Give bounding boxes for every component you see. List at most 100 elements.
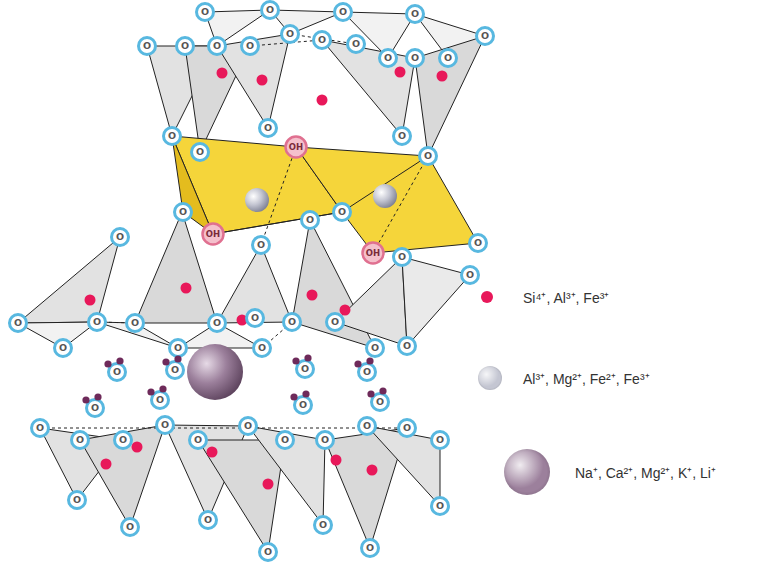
oxygen-label: O xyxy=(481,31,489,41)
oxygen-label: O xyxy=(411,53,419,63)
oxygen-label: O xyxy=(352,39,360,49)
hydroxyl-label: OH xyxy=(289,143,303,152)
atom-ring xyxy=(159,385,166,392)
oxygen-label: O xyxy=(363,367,371,377)
oxygen-label: O xyxy=(376,397,384,407)
atom-ring xyxy=(147,388,154,395)
atom-ring xyxy=(304,354,311,361)
atom-ring xyxy=(302,212,319,229)
atom-ring xyxy=(367,390,374,397)
oxygen-label: O xyxy=(411,9,419,19)
oxygen-label: O xyxy=(288,317,296,327)
oxygen-label: O xyxy=(331,317,339,327)
atom-ring xyxy=(197,4,214,21)
oxygen-label: O xyxy=(36,423,44,433)
atom-ring xyxy=(200,512,217,529)
atom-ring xyxy=(290,393,297,400)
oxygen-label: O xyxy=(171,365,179,375)
oxygen-label: O xyxy=(338,207,346,217)
oxygen-label: O xyxy=(179,207,187,217)
atom-ring xyxy=(69,492,86,509)
atom-ring xyxy=(348,36,365,53)
atom-ring xyxy=(82,396,89,403)
oxygen-label: O xyxy=(384,53,392,63)
oxygen-label: O xyxy=(168,131,176,141)
oxygen-label: O xyxy=(266,5,274,15)
oxygen-label: O xyxy=(131,318,139,328)
atom-ring xyxy=(89,314,106,331)
atom-ring xyxy=(192,144,209,161)
atom-ring xyxy=(164,128,181,145)
atom-ring xyxy=(327,314,344,331)
oxygen-label: O xyxy=(318,35,326,45)
atom-ring xyxy=(190,432,207,449)
atom-ring xyxy=(170,340,187,357)
atom-ring xyxy=(174,355,181,362)
oxygen-label: O xyxy=(91,403,99,413)
oxygen-label: O xyxy=(264,123,272,133)
atom-ring xyxy=(379,387,386,394)
oxygen-label: O xyxy=(126,522,134,532)
atom-ring xyxy=(242,38,259,55)
atom-ring xyxy=(420,148,437,165)
oxygen-label: O xyxy=(156,395,164,405)
legend-swatch xyxy=(478,366,502,390)
oxygen-label: O xyxy=(366,543,374,553)
atom-ring xyxy=(314,32,331,49)
atom-ring xyxy=(175,204,192,221)
oxygen-label: O xyxy=(143,41,151,51)
oxygen-label: O xyxy=(116,232,124,242)
oxygen-label: O xyxy=(246,41,254,51)
oxygen-label: O xyxy=(93,317,101,327)
atom-ring xyxy=(354,360,361,367)
atom-ring xyxy=(399,420,416,437)
atom-ring xyxy=(284,314,301,331)
oxygen-label: O xyxy=(213,318,221,328)
legend-swatch xyxy=(481,291,493,303)
oxygen-label: O xyxy=(424,151,432,161)
oxygen-label: O xyxy=(436,501,444,511)
atom-ring xyxy=(380,50,397,67)
atom-ring xyxy=(297,361,314,378)
oxygen-label: O xyxy=(339,7,347,17)
oxygen-label: O xyxy=(403,341,411,351)
atom-ring xyxy=(317,432,334,449)
oxygen-label: O xyxy=(398,252,406,262)
atom-ring xyxy=(209,38,226,55)
atom-ring xyxy=(112,229,129,246)
atom-ring xyxy=(55,340,72,357)
atom-ring xyxy=(362,540,379,557)
oxygen-label: O xyxy=(174,343,182,353)
atom-ring xyxy=(334,204,351,221)
atom-ring xyxy=(477,28,494,45)
oxygen-label: O xyxy=(299,400,307,410)
oxygen-label: O xyxy=(363,421,371,431)
atom-ring xyxy=(282,26,299,43)
atom-ring xyxy=(203,224,224,245)
oxygen-label: O xyxy=(14,318,22,328)
oxygen-label: O xyxy=(436,435,444,445)
oxygen-label: O xyxy=(119,435,127,445)
oxygen-label: O xyxy=(258,343,266,353)
atom-ring xyxy=(462,267,479,284)
atom-ring xyxy=(432,432,449,449)
oxygen-label: O xyxy=(371,343,379,353)
oxygen-label: O xyxy=(321,435,329,445)
oxygen-label: O xyxy=(76,435,84,445)
atom-ring xyxy=(162,358,169,365)
oxygen-label: O xyxy=(213,41,221,51)
atom-ring xyxy=(122,519,139,536)
atom-ring xyxy=(10,315,27,332)
atom-ring xyxy=(94,393,101,400)
atom-ring xyxy=(335,4,352,21)
atom-ring xyxy=(127,315,144,332)
atom-ring xyxy=(253,237,270,254)
oxygen-label: O xyxy=(194,435,202,445)
oxygen-label: O xyxy=(398,131,406,141)
atom-ring xyxy=(167,362,184,379)
atom-ring xyxy=(407,6,424,23)
oxygen-label: O xyxy=(301,364,309,374)
oxygen-label: O xyxy=(306,215,314,225)
